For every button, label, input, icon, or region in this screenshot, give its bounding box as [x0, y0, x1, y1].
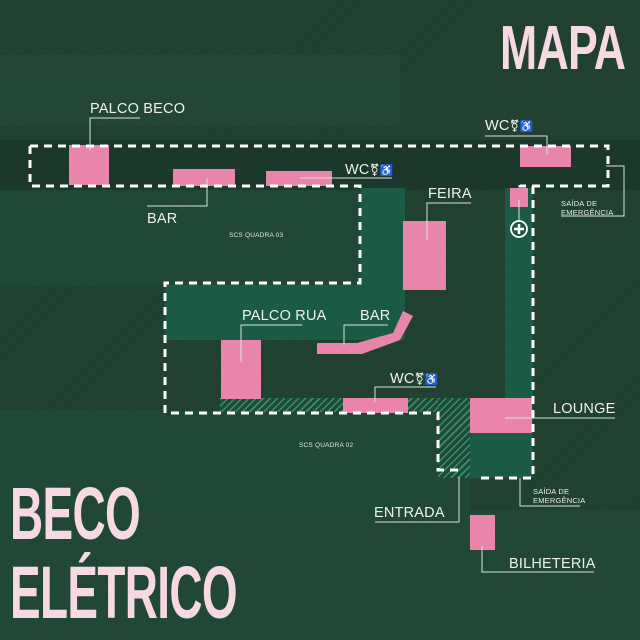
gender-neutral-icon: ⚧: [509, 119, 520, 133]
bg-band: [0, 55, 400, 125]
feira-area[interactable]: [403, 221, 446, 290]
area-label-scs-quadra-02: SCS QUADRA 02: [299, 442, 354, 449]
wc-3-area[interactable]: [343, 398, 408, 413]
wc-2-area[interactable]: [520, 146, 571, 167]
bg-band: [0, 185, 370, 285]
bar-1-area[interactable]: [173, 169, 235, 186]
wc-3-text: WC: [390, 371, 415, 387]
palco-beco-label: PALCO BECO: [90, 101, 186, 117]
first-aid-area[interactable]: [510, 188, 528, 207]
bilheteria-label: BILHETERIA: [509, 556, 596, 572]
saida-emergencia-1-label: SAÍDA DE EMERGÊNCIA: [561, 199, 614, 217]
accessible-icon: ♿: [379, 165, 394, 177]
saida-emergencia-1-line2: EMERGÊNCIA: [561, 207, 614, 217]
wc-2-label: WC⚧♿: [485, 119, 534, 134]
event-name-line2: ELÉTRICO: [10, 551, 238, 634]
palco-rua-label: PALCO RUA: [242, 308, 327, 324]
wc-1-text: WC: [345, 162, 370, 178]
palco-rua-area[interactable]: [221, 340, 261, 399]
map-title: MAPA: [500, 14, 626, 83]
wc-2-text: WC: [485, 118, 510, 134]
gender-neutral-icon: ⚧: [414, 372, 425, 386]
wc-3-label: WC⚧♿: [390, 372, 439, 387]
saida-emergencia-1-line1: SAÍDA DE: [561, 199, 598, 208]
zone-central-vertical: [360, 188, 405, 318]
zone-hatched: [438, 398, 470, 478]
lounge-area[interactable]: [470, 398, 532, 433]
event-name-line1: BECO: [10, 472, 141, 555]
bg-band: [0, 510, 640, 640]
feira-label: FEIRA: [428, 186, 472, 202]
accessible-icon: ♿: [519, 121, 534, 133]
entrada-label: ENTRADA: [374, 505, 445, 521]
wc-1-label: WC⚧♿: [345, 163, 394, 178]
bar-1-label: BAR: [147, 211, 178, 227]
bilheteria-area[interactable]: [470, 515, 495, 550]
gender-neutral-icon: ⚧: [369, 163, 380, 177]
saida-emergencia-2-label: SAÍDA DE EMERGÊNCIA: [533, 487, 586, 505]
lounge-label: LOUNGE: [553, 401, 616, 417]
saida-emergencia-2-line2: EMERGÊNCIA: [533, 495, 586, 505]
saida-emergencia-2-line1: SAÍDA DE: [533, 487, 570, 496]
area-label-scs-quadra-03: SCS QUADRA 03: [229, 232, 284, 239]
accessible-icon: ♿: [424, 374, 439, 386]
wc-1-area[interactable]: [266, 171, 332, 186]
palco-beco-area[interactable]: [69, 145, 109, 185]
bar-2-label: BAR: [360, 308, 391, 324]
